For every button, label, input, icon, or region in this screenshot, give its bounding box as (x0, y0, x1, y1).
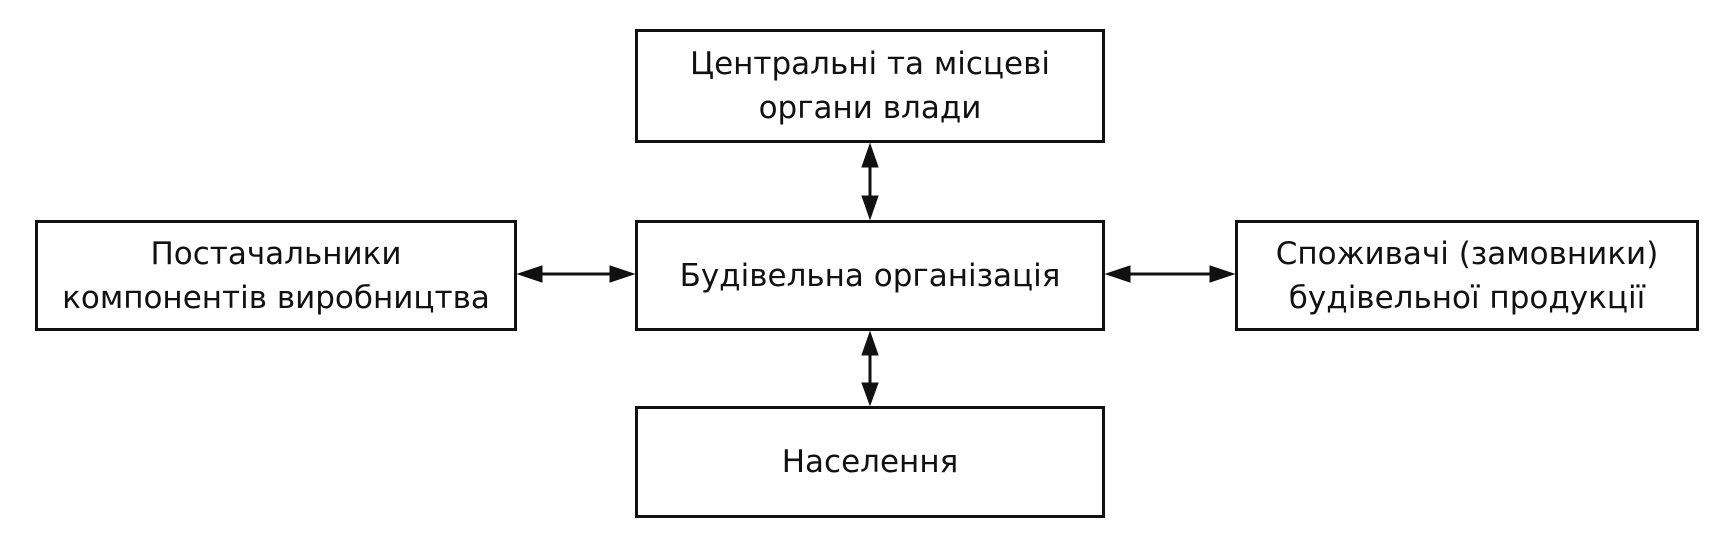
arrowhead-right (1209, 265, 1236, 283)
arrowhead-right (609, 265, 636, 283)
node-label-line: органи влади (758, 90, 982, 126)
node-label-line: Населення (781, 444, 959, 480)
node-authorities: Центральні та місцеві органи влади (635, 29, 1105, 143)
node-suppliers: Постачальники компонентів виробництва (35, 220, 517, 331)
node-consumers: Споживачі (замовники) будівельної продук… (1235, 220, 1699, 331)
node-label-line: компонентів виробництва (62, 279, 490, 316)
node-construction-organization: Будівельна організація (635, 220, 1105, 331)
arrowhead-up (861, 142, 879, 168)
edge-center-top (861, 142, 879, 221)
node-population: Населення (635, 406, 1105, 518)
edge-center-right (1104, 265, 1236, 283)
node-label-line: Будівельна організація (679, 257, 1061, 294)
node-label-line: Споживачі (замовники) (1275, 235, 1659, 272)
edge-left-center (516, 265, 636, 283)
node-label-line: будівельної продукції (1288, 279, 1646, 316)
arrowhead-down (861, 382, 879, 407)
arrowhead-left (1104, 265, 1131, 283)
edge-center-bottom (861, 330, 879, 407)
arrowhead-up (861, 330, 879, 356)
arrowhead-left (516, 265, 543, 283)
node-label-line: Центральні та місцеві (690, 46, 1050, 82)
node-label-line: Постачальники (150, 235, 402, 272)
arrowhead-down (861, 195, 879, 221)
